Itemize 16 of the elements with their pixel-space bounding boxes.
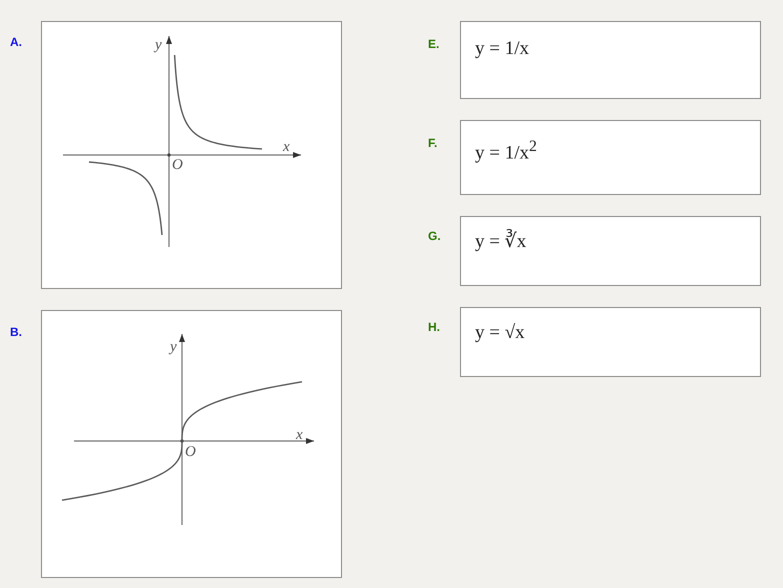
axis-label: x (296, 428, 303, 443)
option-letter: B. (10, 325, 22, 339)
formula-text: y = √x (475, 322, 525, 344)
option-letter: G. (428, 229, 441, 243)
formula-text: y = ∛x (475, 231, 526, 253)
origin-label: O (172, 158, 183, 173)
origin-label: O (185, 445, 196, 460)
axis-label: y (170, 340, 177, 355)
formula-text: y = 1/x (475, 38, 529, 60)
axis-label: x (283, 140, 290, 155)
option-letter: F. (428, 136, 438, 150)
option-letter: H. (428, 320, 440, 334)
option-letter: E. (428, 37, 440, 51)
option-letter: A. (10, 35, 22, 49)
formula-text: y = 1/x$^{2}$ (475, 137, 537, 164)
axis-label: y (155, 38, 162, 53)
